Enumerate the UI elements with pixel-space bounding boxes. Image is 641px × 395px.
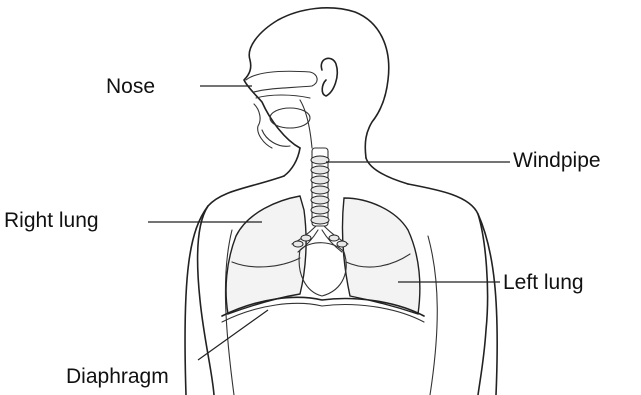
side-right: [428, 236, 437, 395]
arm-left: [185, 206, 208, 395]
left-lung-label: Left lung: [503, 272, 584, 293]
ear: [321, 58, 337, 96]
palate: [256, 95, 310, 98]
nasal-cavity: [246, 71, 317, 92]
right-lung: [226, 196, 306, 314]
neck-left: [284, 148, 300, 176]
nose-label: Nose: [106, 76, 155, 97]
diaphragm-label: Diaphragm: [66, 366, 169, 387]
windpipe-label: Windpipe: [513, 150, 601, 171]
mouth: [254, 104, 272, 148]
tongue: [270, 108, 310, 128]
windpipe-rings: [311, 156, 329, 224]
right-lung-label: Right lung: [4, 210, 99, 231]
left-lung: [342, 198, 419, 314]
